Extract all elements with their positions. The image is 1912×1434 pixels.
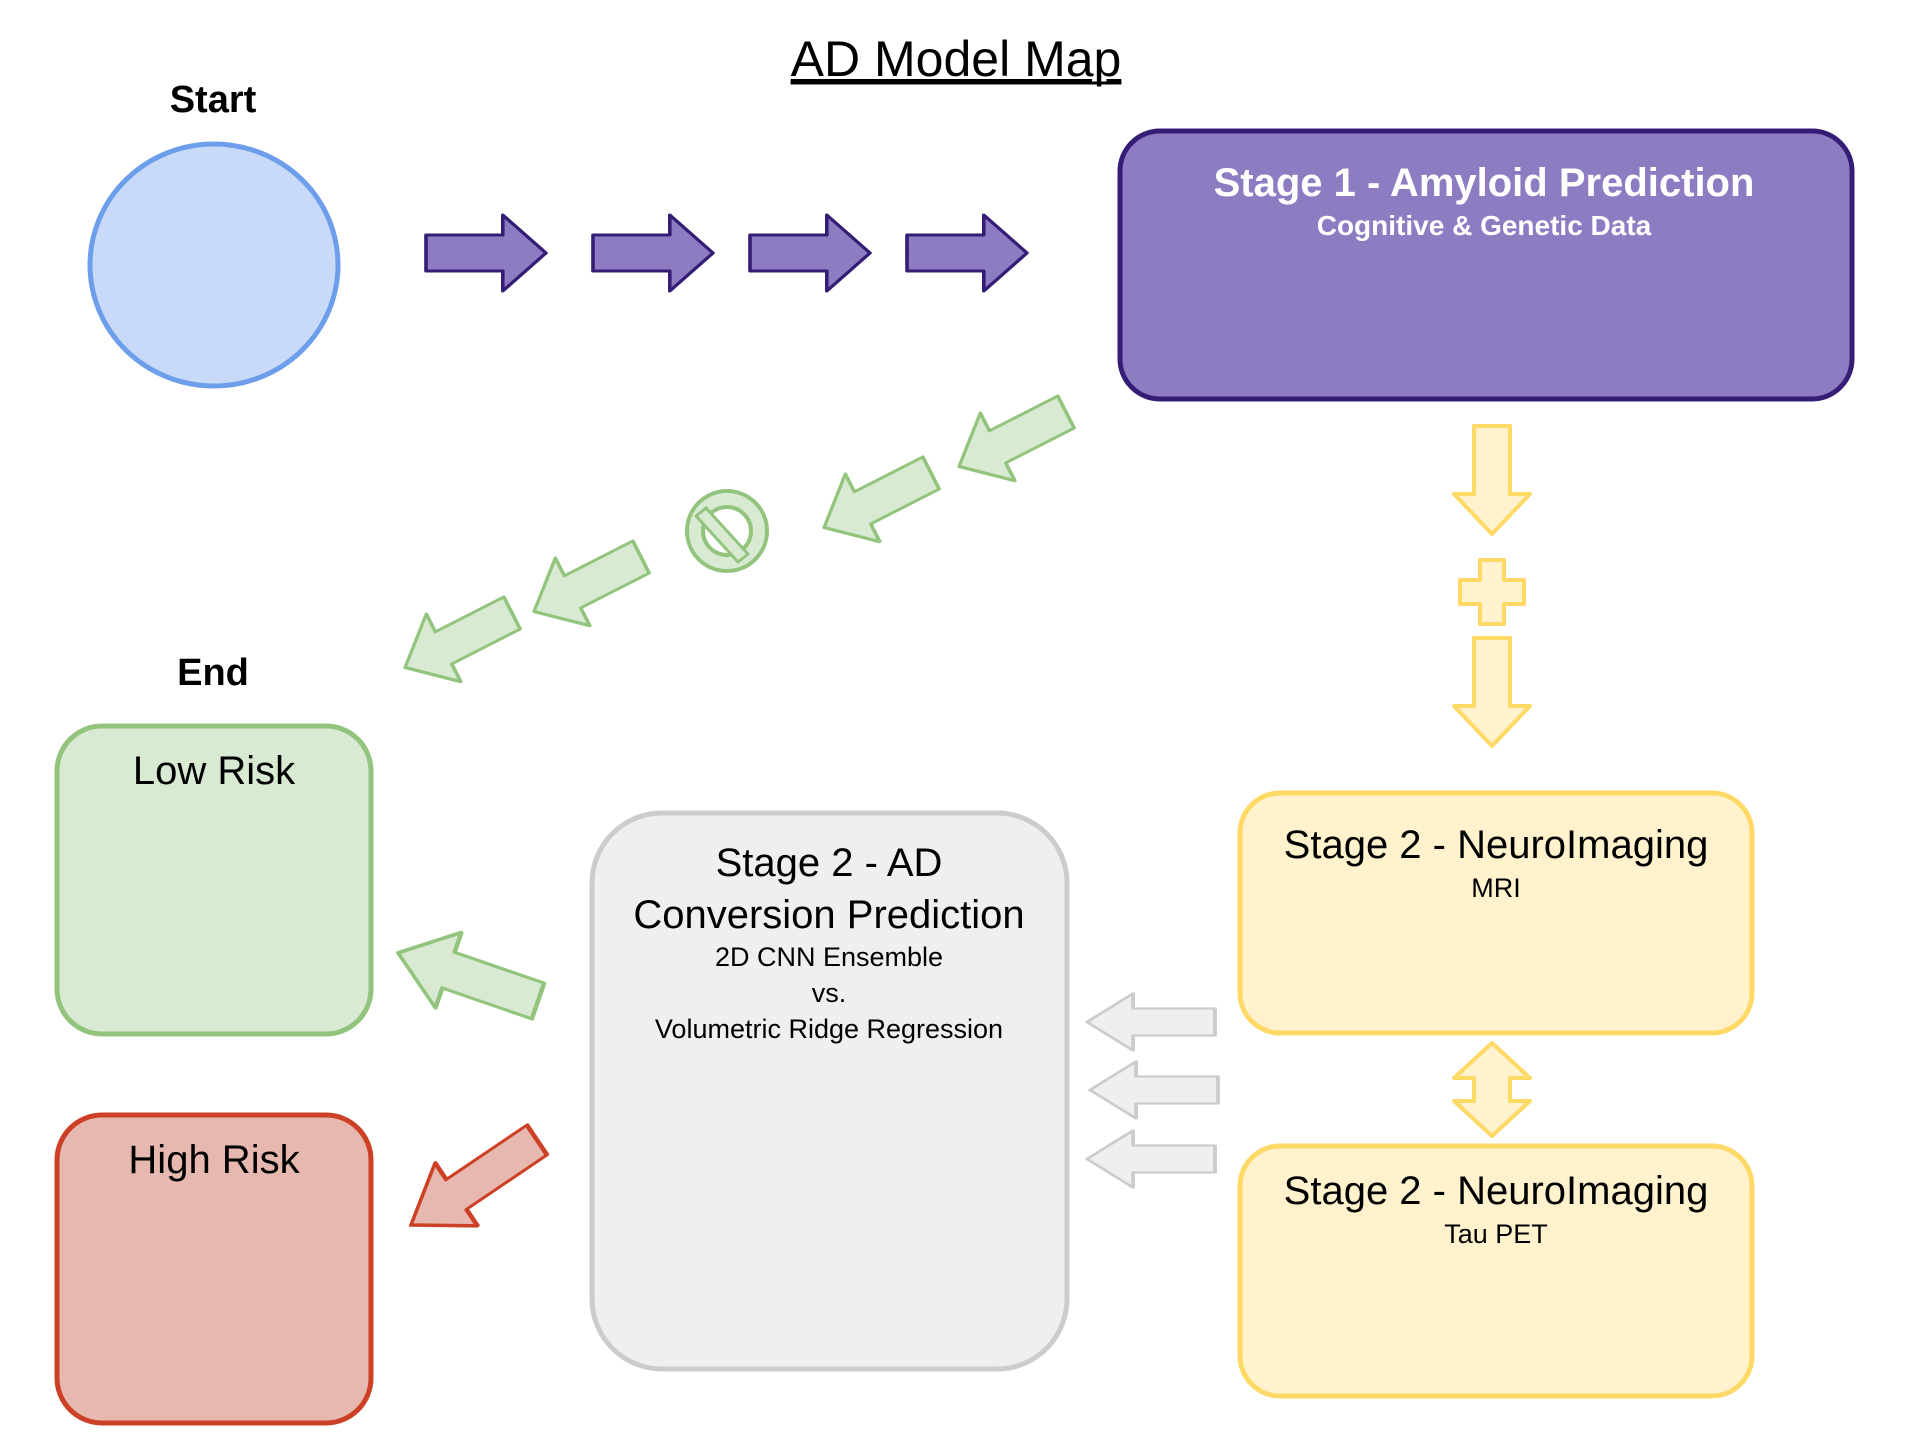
diag-arrow-3 [515,521,660,648]
diag-arrow-1 [940,376,1085,503]
left-arrow-2 [1088,1059,1220,1121]
down-arrow-2 [1452,636,1532,748]
conversion-to-low-risk-arrow [385,915,551,1039]
plus-icon [1458,558,1526,626]
conversion-to-high-risk-arrow [390,1108,559,1256]
stage2-mri-subtitle: MRI [1471,873,1521,903]
stage2-pet-box[interactable] [1237,1143,1755,1399]
down-arrow-1 [1452,424,1532,536]
imaging-to-conversion-arrows [1085,991,1220,1190]
start-to-stage1-arrows [424,213,1029,293]
stage2-mri-title: Stage 2 - NeuroImaging [1284,823,1709,867]
right-arrow-2 [591,213,715,293]
high-risk-label: High Risk [128,1138,300,1182]
no-symbol-icon [685,489,769,573]
page-title: AD Model Map [791,31,1122,87]
stage1-title: Stage 1 - Amyloid Prediction [1214,161,1755,205]
conversion-method2: Volumetric Ridge Regression [655,1014,1003,1044]
conversion-method1: 2D CNN Ensemble [715,942,943,972]
start-label: Start [170,79,257,121]
diag-arrow-2 [805,437,950,564]
mri-pet-double-arrow [1452,1041,1532,1138]
stage2-mri-box[interactable] [1237,790,1755,1036]
left-arrow-3 [1085,1128,1217,1190]
left-arrow-1 [1085,991,1217,1053]
right-arrow-3 [748,213,872,293]
right-arrow-4 [905,213,1029,293]
stage1-to-imaging-arrows [1452,424,1532,748]
stage2-pet-title: Stage 2 - NeuroImaging [1284,1169,1709,1213]
stage1-box[interactable] [1117,128,1855,402]
stage2-conversion-box[interactable] [589,810,1070,1372]
conversion-title-line1: Stage 2 - AD [716,841,943,885]
low-risk-label: Low Risk [133,749,296,793]
conversion-vs: vs. [812,978,847,1008]
stage2-pet-subtitle: Tau PET [1444,1219,1548,1249]
start-node[interactable] [87,141,341,389]
conversion-title-line2: Conversion Prediction [633,893,1024,937]
right-arrow-1 [424,213,548,293]
stage1-subtitle: Cognitive & Genetic Data [1317,210,1652,241]
high-risk-box[interactable] [54,1112,374,1426]
low-risk-box[interactable] [54,723,374,1037]
diag-arrow-4 [386,577,531,704]
end-label: End [177,652,249,694]
